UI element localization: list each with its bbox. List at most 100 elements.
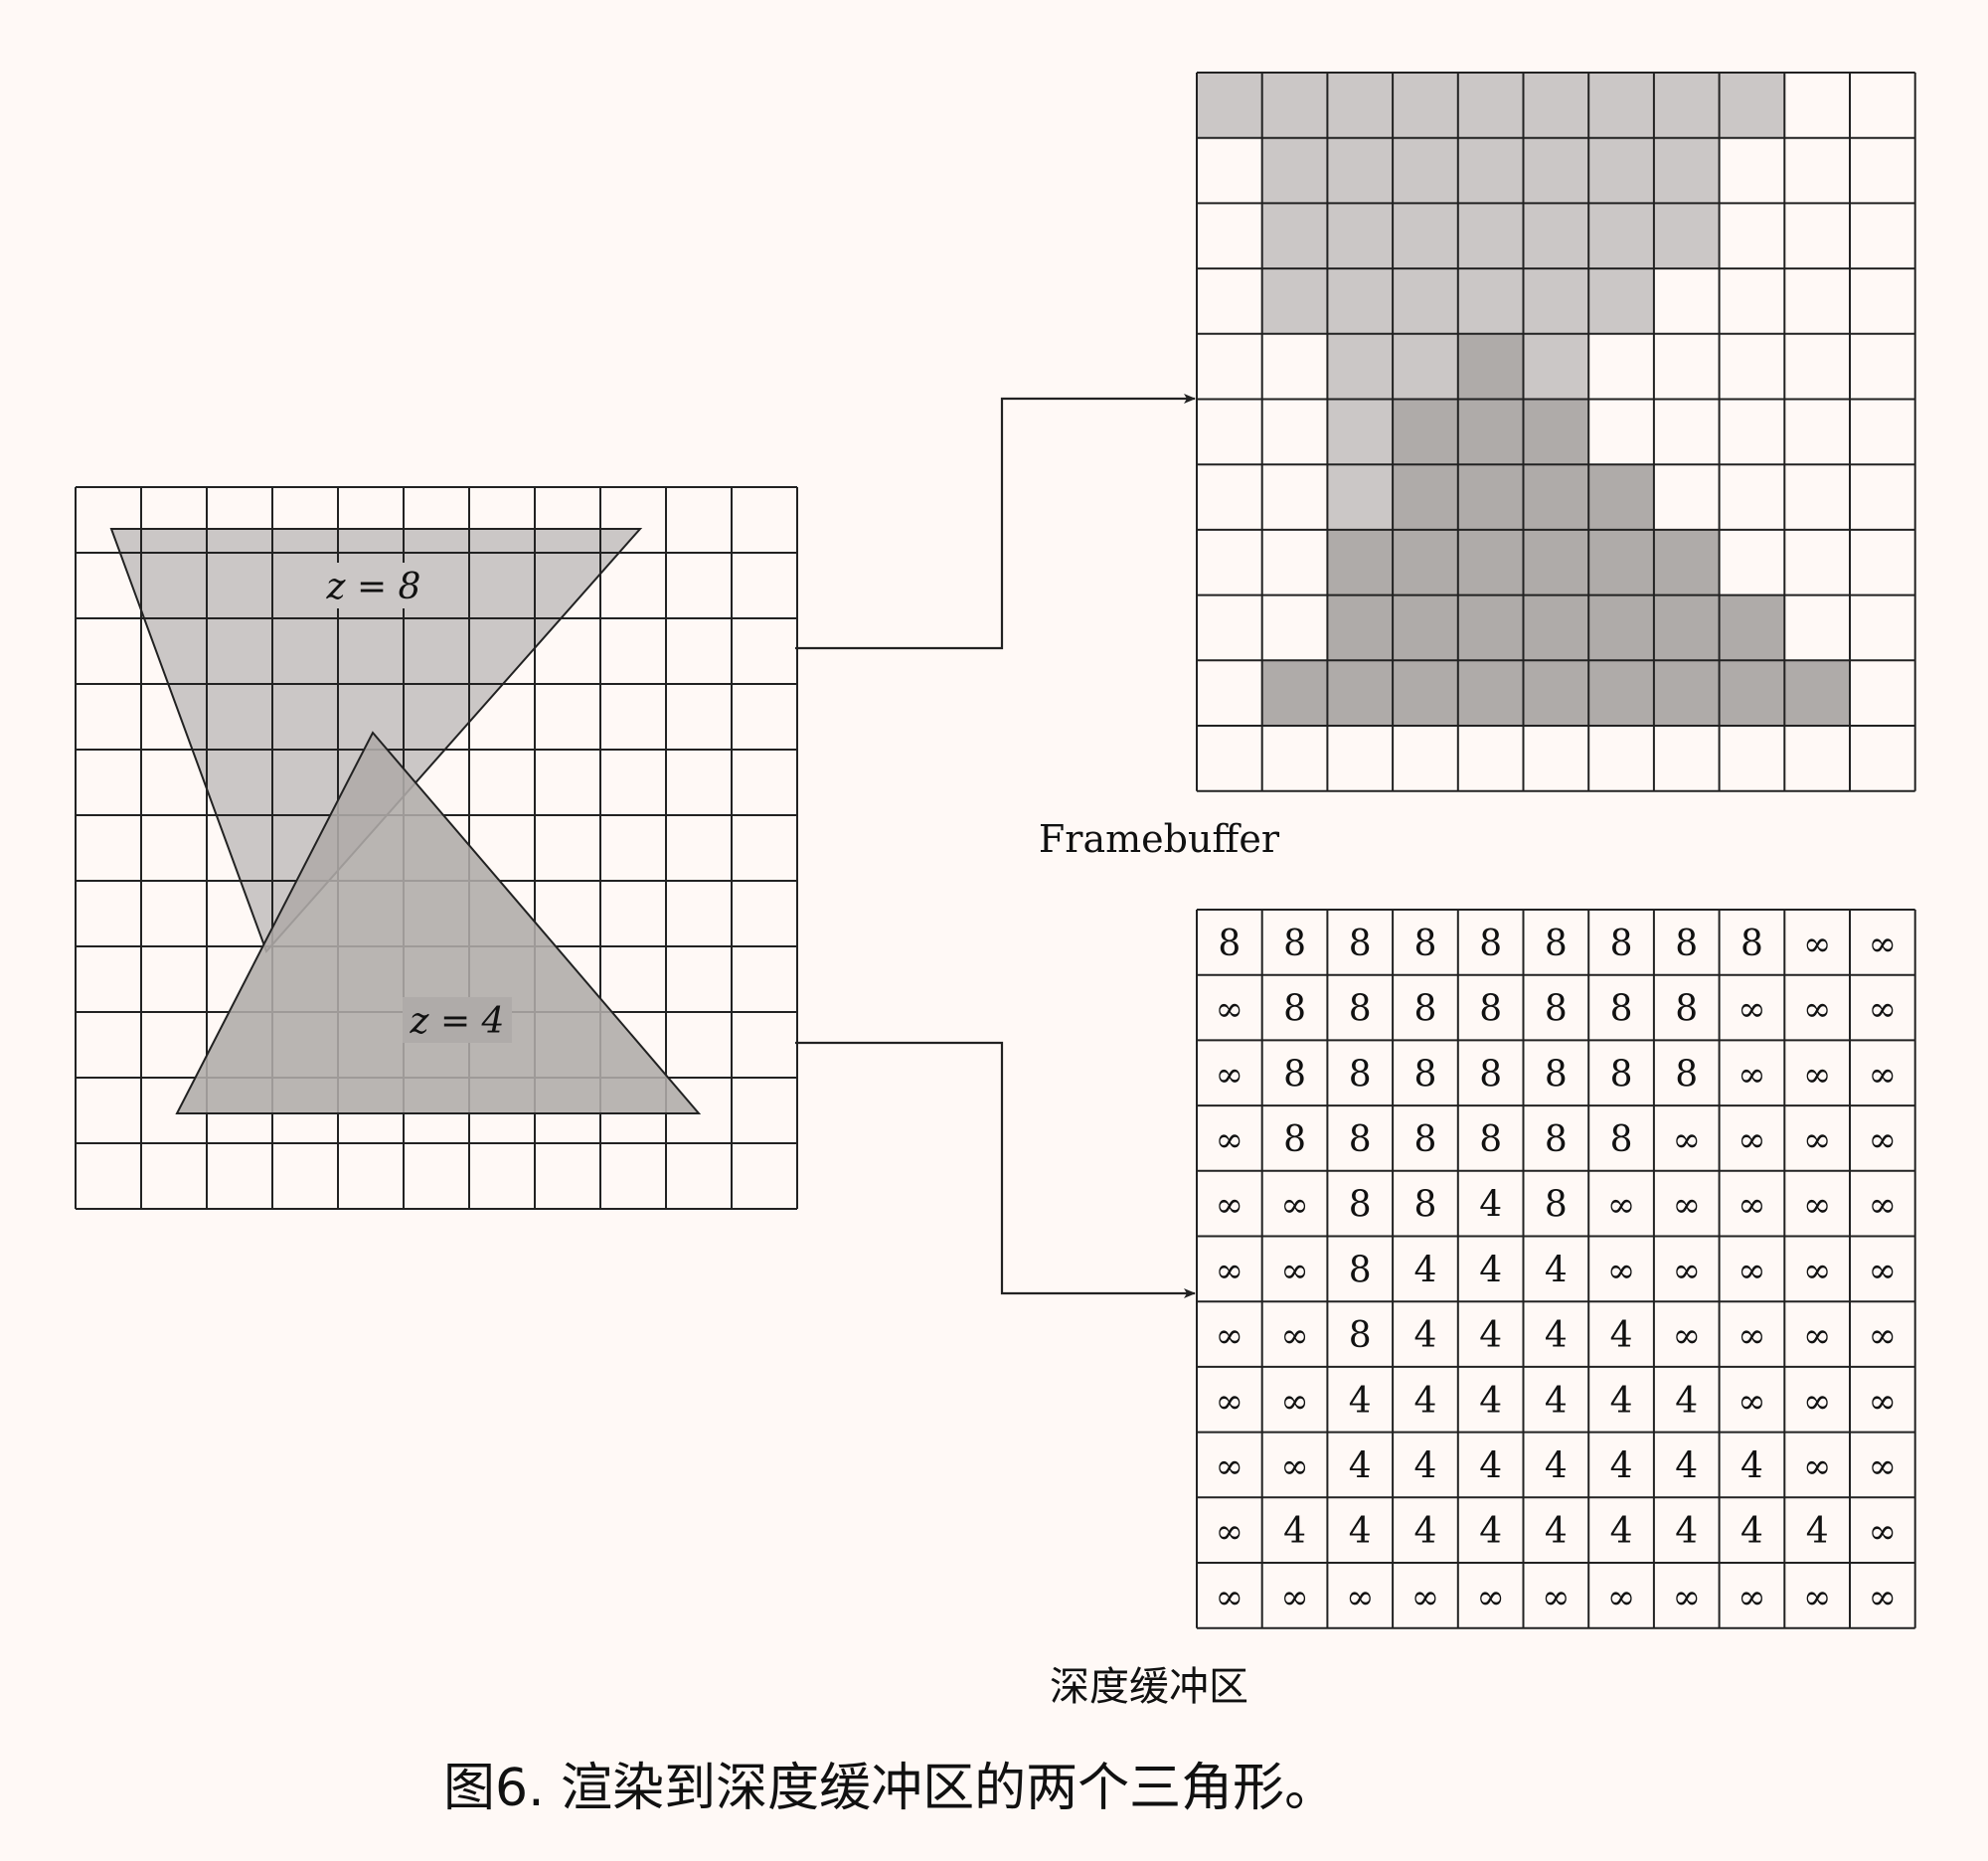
depth-value: 8 [1283, 1054, 1306, 1095]
triangle-z4-label: z = 4 [410, 1001, 505, 1042]
depth-value: ∞ [1803, 1186, 1831, 1226]
depth-value: 4 [1479, 1381, 1502, 1422]
framebuffer-pixel [1653, 660, 1720, 726]
framebuffer-pixel [1850, 594, 1915, 661]
framebuffer-pixel [1261, 333, 1328, 400]
depth-value: ∞ [1738, 1186, 1765, 1226]
depth-value: 4 [1545, 1511, 1568, 1552]
depth-value: ∞ [1803, 1578, 1831, 1617]
framebuffer-pixel [1784, 333, 1850, 400]
framebuffer-pixel [1719, 203, 1785, 269]
framebuffer-pixel [1653, 73, 1720, 138]
depth-value: 4 [1610, 1511, 1633, 1552]
framebuffer-pixel [1457, 73, 1524, 138]
depth-value: 8 [1610, 924, 1633, 964]
framebuffer-pixel [1784, 268, 1850, 334]
depth-value: ∞ [1280, 1251, 1308, 1290]
depth-value: 8 [1218, 924, 1241, 964]
framebuffer-pixel [1261, 73, 1328, 138]
depth-value: 8 [1413, 1054, 1436, 1095]
framebuffer-pixel [1784, 726, 1850, 791]
framebuffer-pixel [1523, 726, 1589, 791]
framebuffer-pixel [1523, 333, 1589, 400]
framebuffer-pixel [1653, 594, 1720, 661]
depth-value: 8 [1349, 1054, 1372, 1095]
framebuffer-pixel [1261, 660, 1328, 726]
framebuffer-pixel [1197, 594, 1262, 661]
framebuffer-pixel [1393, 726, 1458, 791]
framebuffer-pixel [1457, 333, 1524, 400]
depth-value: 4 [1610, 1445, 1633, 1486]
framebuffer-pixel [1393, 137, 1458, 204]
depth-value: 4 [1479, 1185, 1502, 1226]
depth-value: ∞ [1216, 1316, 1243, 1356]
framebuffer-pixel [1197, 203, 1262, 269]
depth-value: 8 [1413, 1119, 1436, 1160]
framebuffer-pixel [1197, 529, 1262, 595]
depth-value: 8 [1675, 989, 1698, 1030]
depth-value: ∞ [1476, 1578, 1504, 1617]
depth-value: ∞ [1280, 1316, 1308, 1356]
framebuffer-pixel [1653, 137, 1720, 204]
triangle-z8-label: z = 8 [326, 567, 421, 607]
framebuffer-pixel [1261, 399, 1328, 465]
triangle-z4-label-bg [403, 997, 512, 1043]
framebuffer-pixel [1653, 268, 1720, 334]
framebuffer-pixel [1588, 73, 1654, 138]
framebuffer-label: Framebuffer [1038, 817, 1280, 861]
framebuffer-pixel [1261, 726, 1328, 791]
arrow-to-framebuffer [795, 394, 1196, 650]
depth-value: ∞ [1673, 1578, 1701, 1617]
depth-value: 8 [1479, 989, 1502, 1030]
framebuffer-pixel [1457, 594, 1524, 661]
framebuffer-pixel [1719, 73, 1785, 138]
framebuffer-pixel [1327, 726, 1394, 791]
depth-value: 4 [1479, 1445, 1502, 1486]
framebuffer-pixel [1523, 529, 1589, 595]
depth-value: ∞ [1738, 1578, 1765, 1617]
framebuffer-pixel [1261, 137, 1328, 204]
framebuffer-pixel [1719, 660, 1785, 726]
arrow-to-depth-buffer [795, 1041, 1196, 1298]
framebuffer-pixel [1588, 203, 1654, 269]
framebuffer-pixel [1261, 594, 1328, 661]
framebuffer-pixel [1327, 464, 1394, 530]
depth-value: 8 [1479, 924, 1502, 964]
framebuffer-pixel [1588, 333, 1654, 400]
framebuffer-pixel [1850, 399, 1915, 465]
depth-value: ∞ [1216, 1382, 1243, 1422]
depth-value: ∞ [1216, 1251, 1243, 1290]
framebuffer-pixel [1784, 464, 1850, 530]
input-grid: z = 8 z = 4 [75, 486, 798, 1210]
framebuffer-pixel [1197, 333, 1262, 400]
depth-value: 4 [1740, 1511, 1763, 1552]
framebuffer-grid [1196, 72, 1916, 792]
depth-value: ∞ [1607, 1578, 1635, 1617]
depth-value: 8 [1413, 1185, 1436, 1226]
depth-value: ∞ [1869, 1382, 1897, 1422]
depth-value: 8 [1740, 924, 1763, 964]
framebuffer-pixel [1719, 464, 1785, 530]
depth-value: ∞ [1803, 1055, 1831, 1095]
framebuffer-pixel [1327, 594, 1394, 661]
framebuffer-pixel [1327, 529, 1394, 595]
depth-value: 4 [1740, 1445, 1763, 1486]
depth-value: 4 [1413, 1315, 1436, 1356]
framebuffer-pixel [1327, 203, 1394, 269]
framebuffer-pixel [1523, 464, 1589, 530]
framebuffer-pixel [1327, 137, 1394, 204]
framebuffer-pixel [1197, 137, 1262, 204]
depth-value: ∞ [1738, 1251, 1765, 1290]
depth-value: ∞ [1803, 1120, 1831, 1160]
framebuffer-pixel [1850, 73, 1915, 138]
framebuffer-pixel [1653, 464, 1720, 530]
framebuffer-pixel [1261, 529, 1328, 595]
framebuffer-pixel [1850, 726, 1915, 791]
depth-value: 8 [1545, 924, 1568, 964]
depth-value: ∞ [1542, 1578, 1570, 1617]
figure-caption: 图6. 渲染到深度缓冲区的两个三角形。 [443, 1759, 1337, 1818]
depth-value: ∞ [1346, 1578, 1374, 1617]
framebuffer-pixel [1261, 203, 1328, 269]
